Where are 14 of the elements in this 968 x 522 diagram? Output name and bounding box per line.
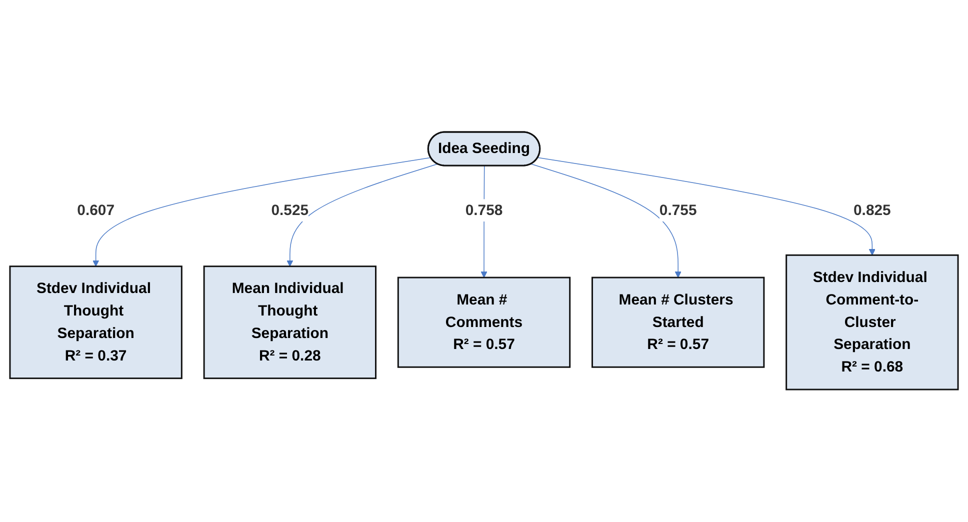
node-box: Mean # Comments R² = 0.57 — [397, 277, 571, 368]
node-box: Stdev Individual Comment-to-Cluster Separation R² = 0.68 — [786, 254, 959, 390]
arrow — [286, 164, 438, 267]
arrow — [92, 158, 432, 267]
edge-label: 0.525 — [271, 202, 309, 219]
edge-label: 0.825 — [853, 202, 891, 219]
node-box: Stdev Individual Thought Separation R² = 0.37 — [9, 266, 182, 380]
edge-label: 0.755 — [659, 202, 697, 219]
edge-label: 0.607 — [77, 202, 115, 219]
arrow — [530, 164, 682, 278]
arrow — [538, 158, 876, 256]
node-box: Mean # Clusters Started R² = 0.57 — [592, 277, 765, 368]
node-box: Mean Individual Thought Separation R² = 0.28 — [203, 266, 376, 380]
edge-label: 0.758 — [465, 202, 503, 219]
